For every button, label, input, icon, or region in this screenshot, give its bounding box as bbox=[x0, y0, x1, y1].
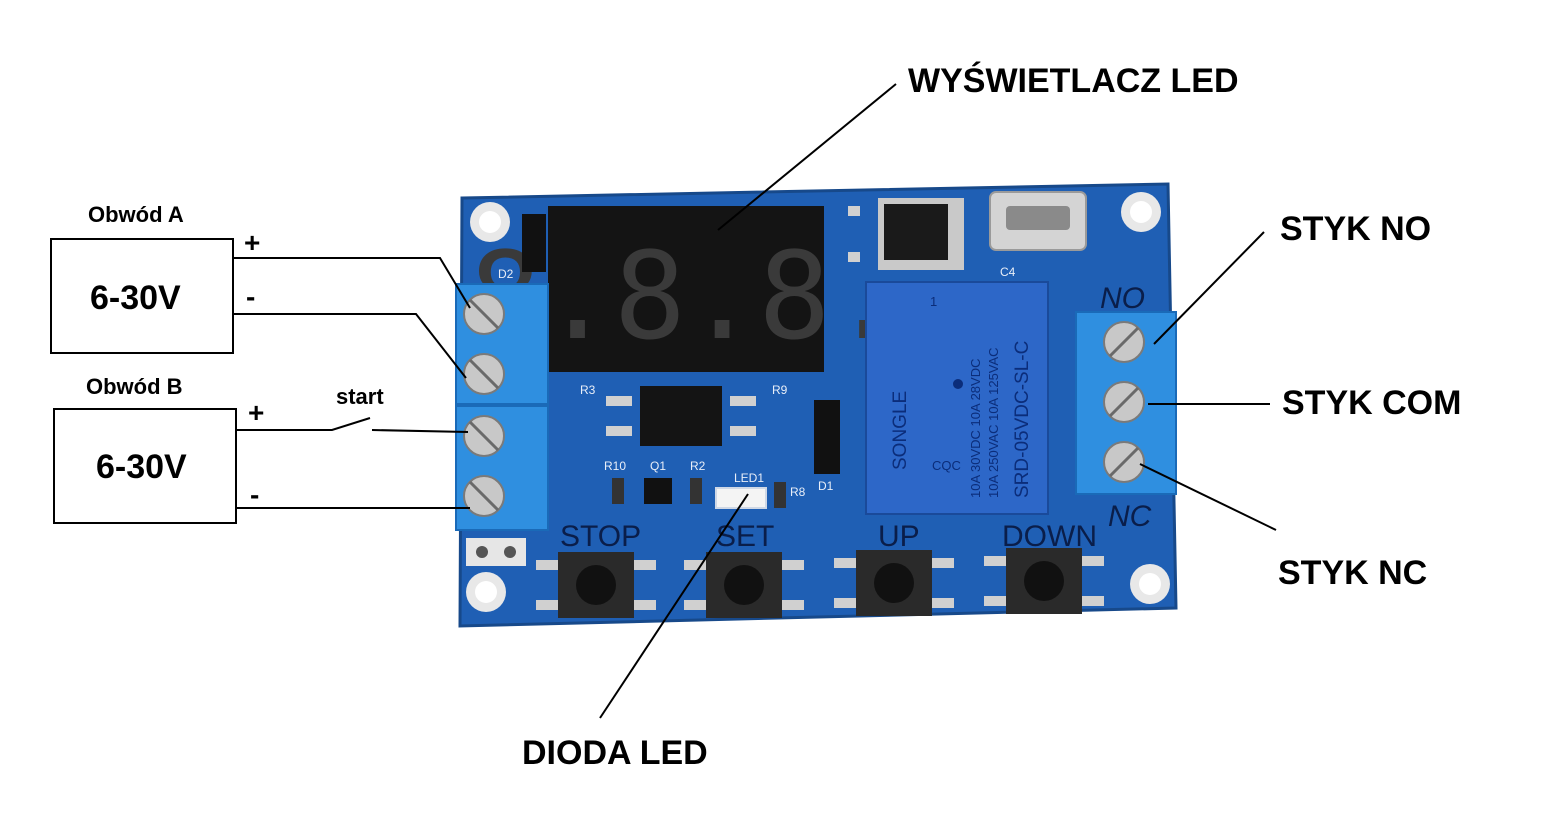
silk-r8: R8 bbox=[790, 485, 806, 499]
callout-nc: STYK NC bbox=[1139, 463, 1427, 592]
input-terminal-block-a bbox=[455, 283, 549, 405]
set-button[interactable] bbox=[684, 552, 804, 618]
mounting-hole-icon bbox=[1121, 192, 1161, 232]
diode-d1 bbox=[814, 400, 840, 474]
silk-r9: R9 bbox=[772, 383, 788, 397]
transistor-q1 bbox=[644, 478, 672, 504]
silk-d2: D2 bbox=[498, 267, 514, 281]
circuit-a-minus: - bbox=[246, 281, 255, 312]
circuit-b: Obwód B 6-30V + - start bbox=[53, 374, 470, 524]
up-button[interactable] bbox=[834, 550, 954, 616]
relay-pin: 1 bbox=[930, 294, 937, 309]
terminal-label-nc: NC bbox=[1108, 500, 1152, 533]
button-label-up: UP bbox=[878, 520, 920, 553]
relay-cert: CQC bbox=[932, 458, 961, 473]
circuit-a-title: Obwód A bbox=[88, 202, 184, 227]
pcb-board: 8.8.8. D2 C4 SRD-05VDC-SL-C 10A 250VAC 1… bbox=[458, 182, 1178, 628]
circuit-a: Obwód A 6-30V + - bbox=[50, 202, 471, 379]
circuit-b-title: Obwód B bbox=[86, 374, 183, 399]
circuit-a-wire-plus bbox=[233, 257, 471, 309]
relay-dot bbox=[953, 379, 963, 389]
silk-c4: C4 bbox=[1000, 265, 1016, 279]
input-terminal-block-b bbox=[455, 405, 549, 531]
circuit-a-wire-minus bbox=[233, 313, 467, 379]
callout-no: STYK NO bbox=[1153, 210, 1431, 345]
mounting-hole-icon bbox=[466, 572, 506, 612]
stop-button[interactable] bbox=[536, 552, 656, 618]
voltage-regulator bbox=[848, 198, 964, 270]
relay-ratings-1: 10A 250VAC 10A 125VAC bbox=[986, 347, 1001, 498]
callout-com-label: STYK COM bbox=[1282, 384, 1461, 422]
terminal-label-no: NO bbox=[1100, 282, 1145, 315]
led1 bbox=[715, 487, 767, 509]
silk-r2: R2 bbox=[690, 459, 706, 473]
circuit-b-source-box bbox=[53, 408, 237, 524]
circuit-b-minus: - bbox=[250, 479, 259, 510]
silk-r3: R3 bbox=[580, 383, 596, 397]
callout-display-label: WYŚWIETLACZ LED bbox=[908, 62, 1239, 100]
diode-d2 bbox=[522, 214, 546, 272]
start-switch-icon bbox=[236, 417, 469, 433]
button-label-stop: STOP bbox=[560, 520, 641, 553]
optocoupler bbox=[640, 386, 722, 446]
output-terminal-block bbox=[1075, 311, 1177, 495]
mounting-hole-icon bbox=[470, 202, 510, 242]
jumper-pads bbox=[466, 538, 526, 566]
circuit-a-plus: + bbox=[244, 227, 260, 258]
circuit-a-voltage: 6-30V bbox=[90, 279, 181, 317]
relay: SRD-05VDC-SL-C 10A 250VAC 10A 125VAC 10A… bbox=[865, 281, 1049, 515]
down-button[interactable] bbox=[984, 548, 1104, 614]
circuit-a-source-box bbox=[50, 238, 234, 354]
micro-usb-port bbox=[989, 191, 1087, 251]
callout-com: STYK COM bbox=[1148, 384, 1461, 422]
circuit-b-voltage: 6-30V bbox=[96, 448, 187, 486]
relay-brand: SONGLE bbox=[890, 391, 911, 470]
silk-led1: LED1 bbox=[734, 471, 764, 485]
relay-model: SRD-05VDC-SL-C bbox=[1012, 341, 1033, 498]
callout-display: WYŚWIETLACZ LED bbox=[717, 62, 1239, 231]
callout-nc-label: STYK NC bbox=[1278, 554, 1427, 592]
callout-led: DIODA LED bbox=[522, 493, 749, 772]
mounting-hole-icon bbox=[1130, 564, 1170, 604]
relay-ratings-2: 10A 30VDC 10A 28VDC bbox=[968, 359, 983, 498]
silk-q1: Q1 bbox=[650, 459, 666, 473]
silk-r10: R10 bbox=[604, 459, 626, 473]
circuit-b-plus: + bbox=[248, 397, 264, 428]
silk-d1: D1 bbox=[818, 479, 834, 493]
led-display: 8.8.8. bbox=[469, 206, 903, 372]
callout-led-label: DIODA LED bbox=[522, 734, 708, 772]
button-label-set: SET bbox=[716, 520, 774, 553]
button-label-down: DOWN bbox=[1002, 520, 1097, 553]
callout-no-label: STYK NO bbox=[1280, 210, 1431, 248]
circuit-b-switch-label: start bbox=[336, 384, 384, 409]
